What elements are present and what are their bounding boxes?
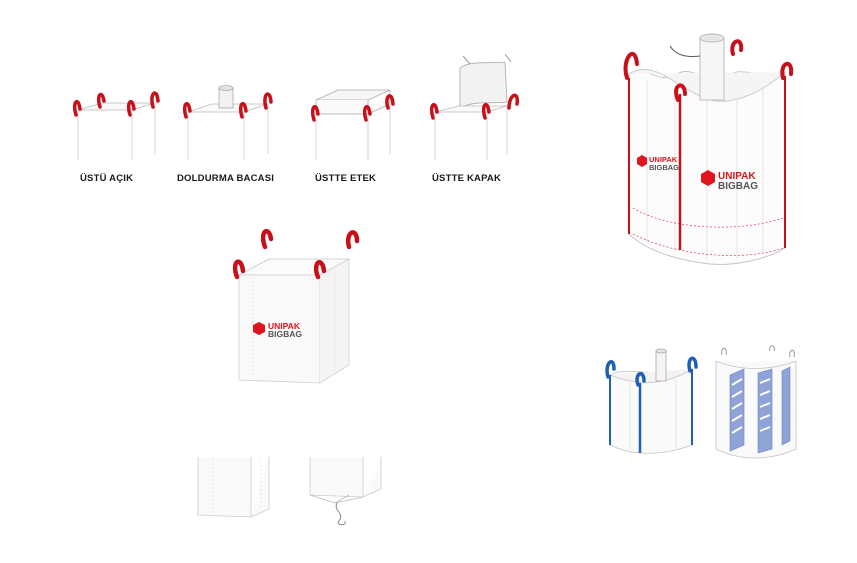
blue-loop-spout-bag-icon bbox=[605, 348, 698, 454]
svg-text:BIGBAG: BIGBAG bbox=[649, 163, 679, 172]
flat-bottom-bag-icon bbox=[197, 457, 270, 518]
svg-text:UNIPAK: UNIPAK bbox=[649, 155, 678, 164]
brand-line1: UNIPAK bbox=[718, 171, 756, 182]
unipak-side-logo-icon: UNIPAK BIGBAG bbox=[637, 155, 679, 172]
brand-line2: BIGBAG bbox=[268, 329, 302, 339]
duffle-top-bag-icon bbox=[310, 89, 395, 160]
filling-spout-bag-icon bbox=[182, 85, 273, 160]
brand-line1: UNIPAK bbox=[268, 321, 301, 331]
discharge-spout-bag-icon bbox=[309, 457, 382, 526]
branded-spout-bag: UNIPAK BIGBAG UNIPAK BIGBAG bbox=[623, 33, 794, 265]
unipak-logo-icon: UNIPAK BIGBAG bbox=[701, 170, 758, 192]
baffle-bag-icon bbox=[715, 345, 797, 459]
type-label-open-top: ÜSTÜ AÇIK bbox=[80, 173, 134, 184]
type-label-flap-top: ÜSTTE KAPAK bbox=[432, 173, 502, 184]
unipak-logo-icon: UNIPAK BIGBAG bbox=[253, 321, 302, 339]
brand-line2: BIGBAG bbox=[718, 181, 758, 192]
type-label-filling-spout: DOLDURMA BACASI bbox=[177, 173, 275, 184]
branded-open-top-bag: UNIPAK BIGBAG bbox=[232, 228, 360, 384]
flap-top-bag-icon bbox=[429, 53, 519, 160]
type-label-duffle-top: ÜSTTE ETEK bbox=[315, 173, 377, 184]
open-top-bag-icon bbox=[72, 91, 160, 160]
